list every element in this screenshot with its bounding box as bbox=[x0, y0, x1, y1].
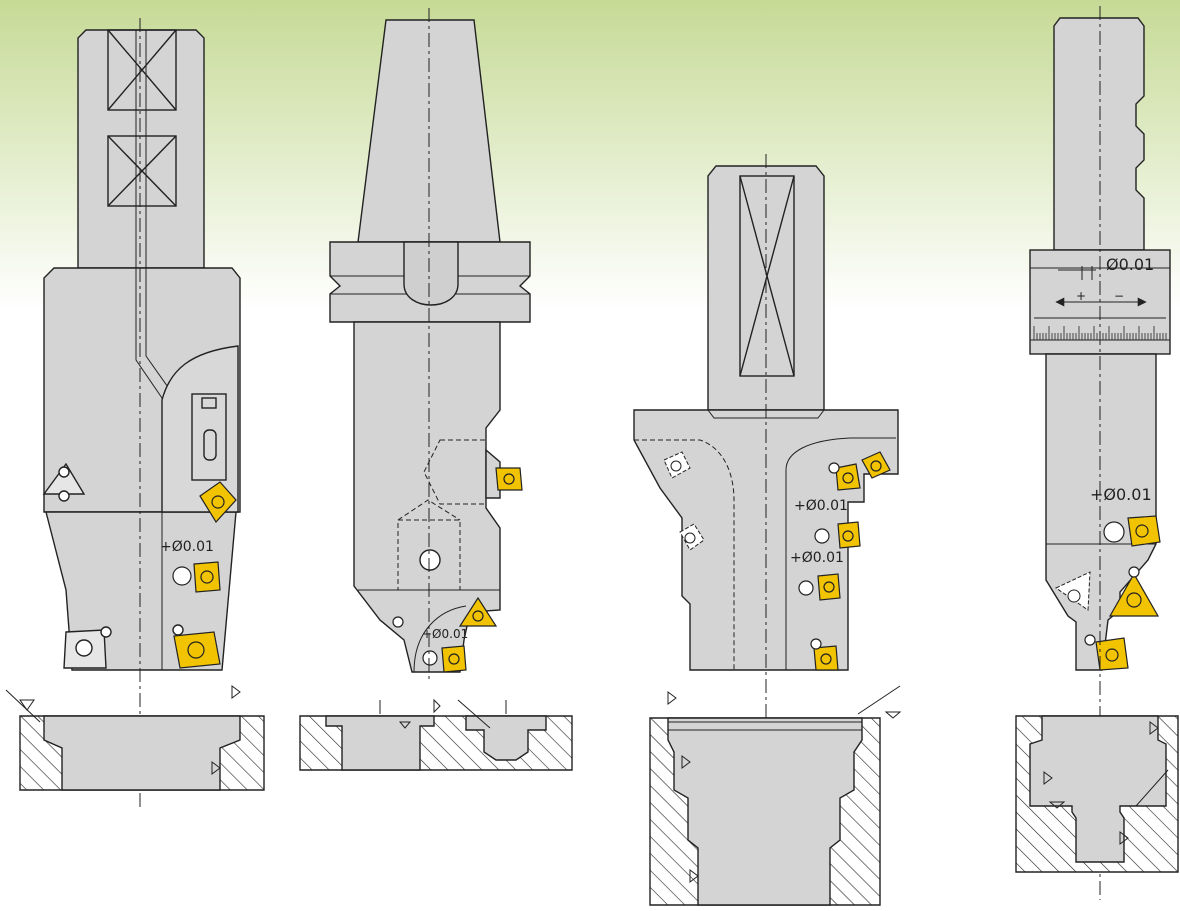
tool-4-scale-plus: + bbox=[1076, 289, 1086, 303]
tool-3-workpiece bbox=[649, 685, 902, 906]
tool-1-tolerance-label: +Ø0.01 bbox=[160, 539, 214, 555]
tool-1 bbox=[42, 29, 241, 671]
tool-4-bore bbox=[1029, 715, 1167, 863]
tool-1-bore bbox=[43, 715, 241, 791]
tool-4-scale-minus: − bbox=[1114, 289, 1124, 303]
tool-4-shank bbox=[1053, 17, 1145, 251]
tool-2 bbox=[329, 19, 531, 673]
tool-2-tolerance-label: +Ø0.01 bbox=[422, 627, 468, 641]
tool-4-inserts bbox=[1084, 515, 1161, 671]
tool-2-workpiece bbox=[299, 698, 573, 771]
tool-1-flat-upper bbox=[107, 29, 177, 111]
tool-3-flat bbox=[739, 175, 795, 377]
tool-1-adjust-screw bbox=[172, 566, 192, 586]
tool-1-inserts bbox=[172, 481, 237, 669]
tool-2-adjust-screw bbox=[422, 650, 438, 666]
tool-3-inserts bbox=[798, 451, 891, 671]
tool-2-inserts bbox=[392, 467, 523, 673]
tool-3-bore bbox=[667, 717, 863, 906]
tool-4-tolerance-label: +Ø0.01 bbox=[1090, 485, 1152, 504]
tool-1-shank bbox=[77, 29, 205, 269]
tool-4-scale-value: Ø0.01 bbox=[1106, 255, 1154, 274]
tool-4-adjust-screw bbox=[1103, 521, 1125, 543]
tool-1-flat-lower bbox=[107, 135, 177, 207]
tool-1-workpiece bbox=[5, 685, 265, 791]
tool-4-scale-ticks bbox=[1033, 326, 1167, 340]
tool-1-coolant-channel bbox=[135, 30, 163, 670]
tool-4-workpiece bbox=[1015, 715, 1179, 873]
tool-3-tolerance-upper: +Ø0.01 bbox=[794, 498, 848, 514]
tool-3-pocket bbox=[785, 437, 896, 670]
tool-3-tolerance-lower: +Ø0.01 bbox=[790, 550, 844, 566]
